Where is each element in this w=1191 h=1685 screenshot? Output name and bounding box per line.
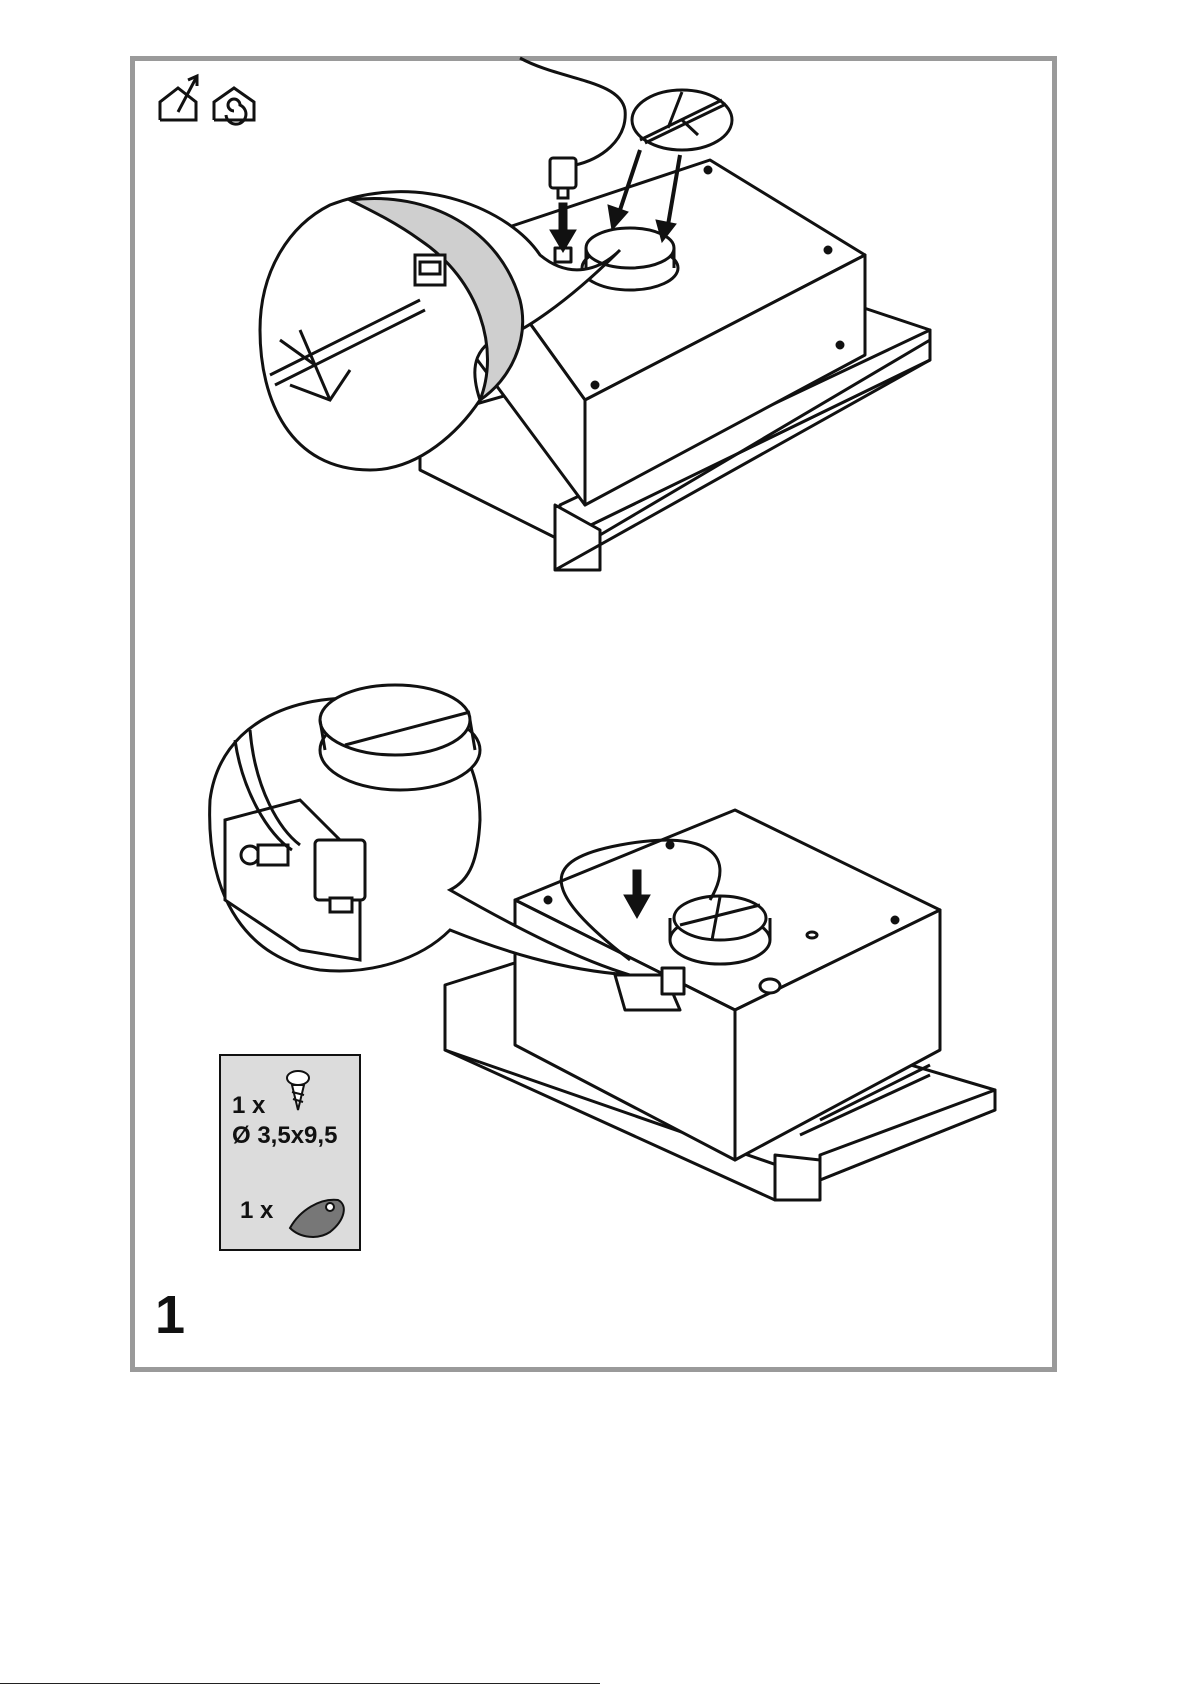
power-plug: [520, 58, 625, 198]
hood-bottom-view: [445, 810, 995, 1200]
step-number: 1: [155, 1288, 185, 1342]
screw-size-label: Ø 3,5x9,5: [232, 1122, 337, 1149]
hardware-kit-panel: 1 x Ø 3,5x9,5 1 x: [220, 1055, 360, 1250]
footer-line: [0, 1683, 600, 1684]
ducted-extraction-icon: [160, 76, 197, 120]
backdraft-damper: [632, 90, 732, 150]
screw-quantity-label: 1 x: [232, 1092, 266, 1119]
clip-quantity-label: 1 x: [240, 1197, 274, 1224]
recirculation-icon: [214, 88, 254, 124]
